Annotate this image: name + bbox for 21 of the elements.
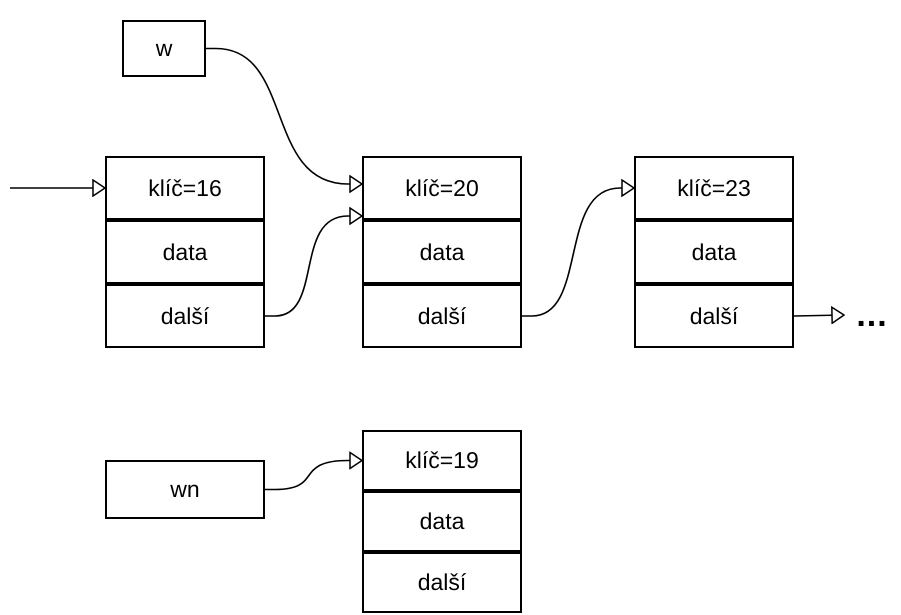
record-field: další	[362, 284, 522, 348]
record-field: klíč=19	[362, 430, 522, 491]
ellipsis-text: ...	[856, 296, 888, 334]
record-field: další	[362, 552, 522, 613]
record-field: data	[634, 220, 794, 284]
record-field: klíč=20	[362, 156, 522, 220]
arrow	[265, 452, 363, 490]
record-field: data	[362, 220, 522, 284]
record-field: data	[105, 220, 265, 284]
arrow	[794, 306, 845, 324]
arrow	[265, 207, 363, 317]
pointer-box: w	[122, 20, 206, 77]
arrow	[206, 48, 363, 193]
arrow	[522, 179, 635, 317]
record-field: další	[105, 284, 265, 348]
record-field: další	[634, 284, 794, 348]
record-field: data	[362, 491, 522, 552]
record-field: klíč=16	[105, 156, 265, 220]
pointer-box: wn	[105, 460, 265, 519]
arrow	[10, 179, 106, 197]
record-field: klíč=23	[634, 156, 794, 220]
